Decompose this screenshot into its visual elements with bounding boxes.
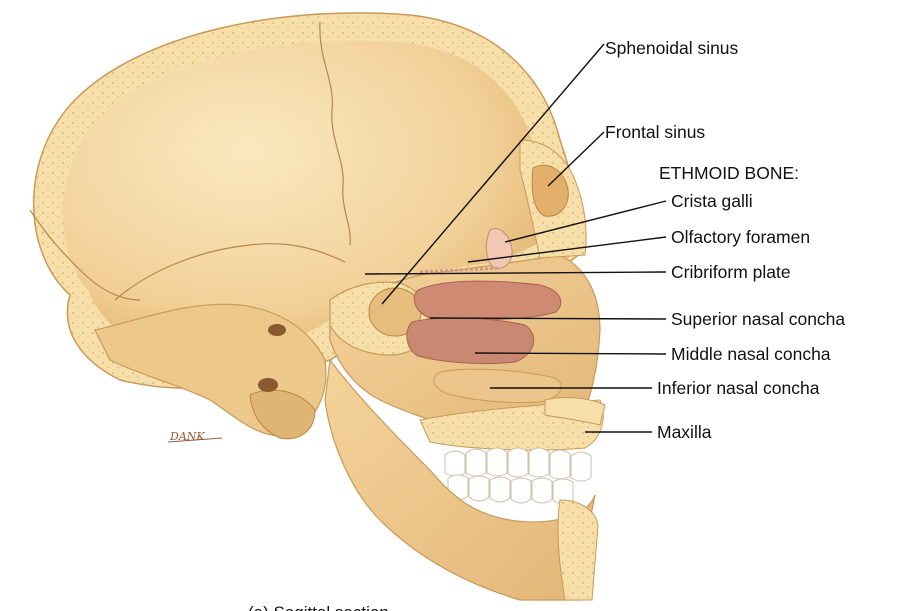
foramen-opening [268,324,286,336]
upper-teeth [445,448,591,481]
label-frontal-sinus: Frontal sinus [605,122,705,142]
label-ethmoid-heading: ETHMOID BONE: [659,163,799,183]
label-sphenoidal-sinus: Sphenoidal sinus [605,38,739,58]
figure-caption: (a) Sagittal section [248,603,389,611]
superior-concha-shape [414,281,561,320]
label-cribriform-plate: Cribriform plate [671,262,791,282]
foramen-opening [258,378,278,392]
middle-concha-shape [407,318,534,364]
label-middle-nasal-concha: Middle nasal concha [671,344,831,364]
label-maxilla: Maxilla [657,422,712,442]
label-inferior-nasal-concha: Inferior nasal concha [657,378,820,398]
lower-teeth [448,475,573,504]
label-crista-galli: Crista galli [671,191,753,211]
label-superior-nasal-concha: Superior nasal concha [671,309,845,329]
mandible-symphysis [558,500,598,600]
label-olfactory-foramen: Olfactory foramen [671,227,810,247]
